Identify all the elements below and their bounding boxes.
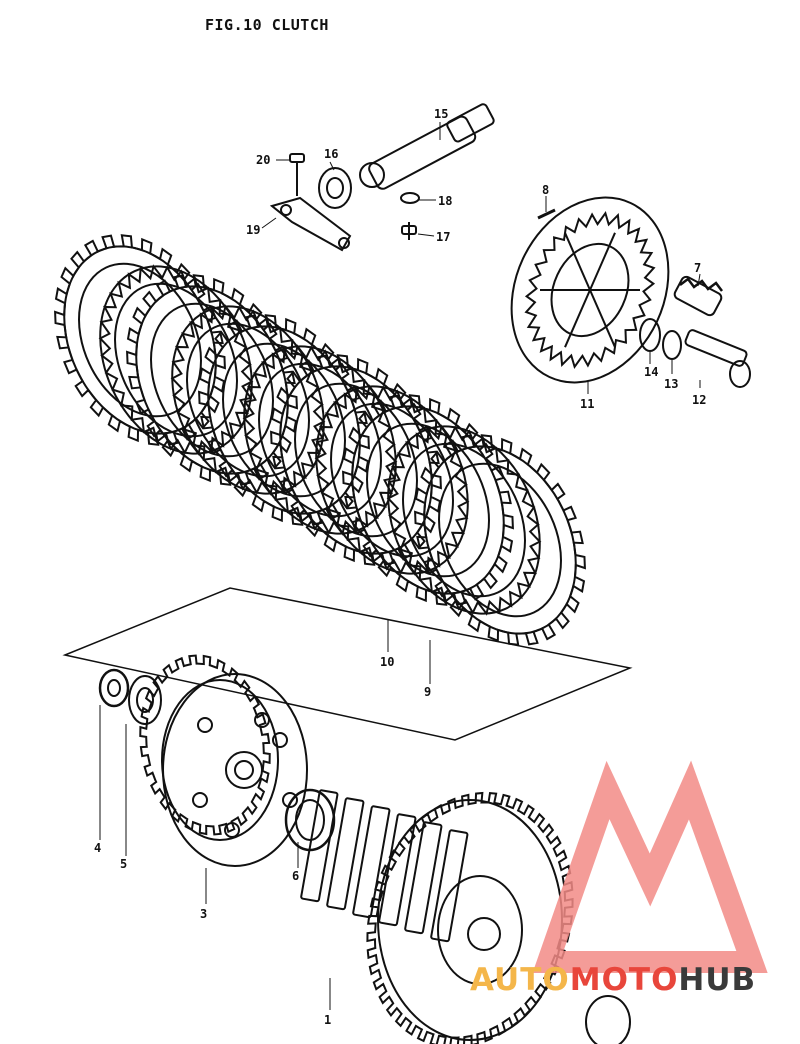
callout-20: 20 [256, 153, 270, 167]
callout-9: 9 [424, 685, 431, 699]
figure-title: FIG.10 CLUTCH [205, 16, 329, 34]
clutch-plate [98, 264, 254, 456]
callout-7: 7 [694, 261, 701, 275]
callout-18: 18 [438, 194, 452, 208]
clutch-plate [386, 424, 542, 616]
spacer-13 [662, 330, 682, 360]
clutch-plate [270, 354, 442, 566]
release-lever [269, 196, 352, 252]
callout-12: 12 [692, 393, 706, 407]
callout-14: 14 [644, 365, 658, 379]
callout-8: 8 [542, 183, 549, 197]
washer-14 [639, 318, 661, 352]
callout-11: 11 [580, 397, 594, 411]
screw-20 [289, 153, 305, 196]
callout-1: 1 [324, 1013, 331, 1027]
callout-15: 15 [434, 107, 448, 121]
pressure-plate [510, 196, 670, 384]
lock-washer-5 [128, 675, 162, 725]
clutch-plate [342, 394, 514, 606]
pin-8 [537, 208, 556, 220]
clutch-plate [170, 304, 326, 496]
clutch-plate [242, 344, 398, 536]
clutch-spring [673, 275, 723, 317]
callout-10: 10 [380, 655, 394, 669]
callout-labels: 20 16 15 19 18 17 8 7 14 13 12 11 10 9 4… [94, 107, 706, 1027]
callout-3: 3 [200, 907, 207, 921]
callout-4: 4 [94, 841, 101, 855]
clutch-plate [198, 314, 370, 526]
leader-lines [99, 122, 701, 1010]
bearing [318, 167, 352, 209]
clutch-plate [314, 384, 470, 576]
bolt-17 [401, 222, 417, 240]
clutch-plate [126, 274, 298, 486]
clutch-hub [139, 654, 308, 867]
clutch-plate [54, 234, 226, 446]
callout-19: 19 [246, 223, 260, 237]
callout-16: 16 [324, 147, 338, 161]
callout-13: 13 [664, 377, 678, 391]
callout-17: 17 [436, 230, 450, 244]
watermark-text: AUTOMOTOHUB [470, 962, 756, 998]
washer-18 [400, 192, 420, 204]
bolt-12 [684, 329, 751, 388]
group-frame [62, 587, 633, 741]
clutch-plate [414, 434, 586, 646]
watermark-part3: HUB [678, 962, 757, 998]
watermark-part1: AUTO [470, 962, 570, 998]
release-shaft [359, 103, 495, 190]
circlip [585, 995, 631, 1044]
clutch-plate-stack [54, 234, 586, 646]
callout-6: 6 [292, 869, 299, 883]
watermark-part2: MOTO [569, 962, 679, 998]
callout-5: 5 [120, 857, 127, 871]
watermark-logo-icon [532, 760, 768, 973]
nut-4 [98, 668, 130, 708]
